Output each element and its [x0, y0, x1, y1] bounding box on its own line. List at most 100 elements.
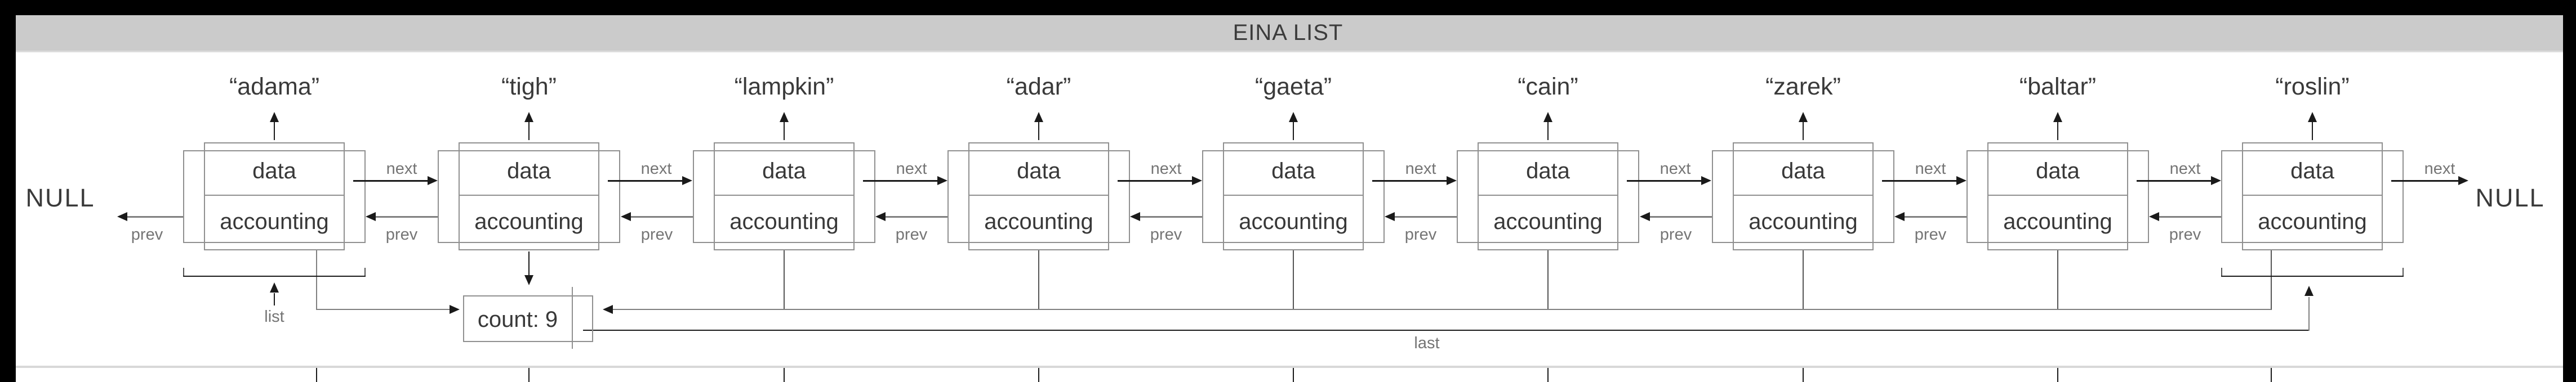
next-arrowhead [1956, 176, 1967, 185]
data-cell-label: data [1781, 159, 1825, 183]
node-outer-box [1457, 150, 1639, 243]
prev-arrow-line [630, 216, 693, 218]
data-cell-label: data [1526, 159, 1570, 183]
title-bar-underline [16, 51, 2563, 52]
next-label: next [2424, 160, 2455, 178]
next-label: next [896, 160, 927, 178]
next-arrowhead [428, 176, 438, 185]
accounting-cell-label: accounting [729, 209, 839, 234]
next-arrowhead [937, 176, 947, 185]
next-arrow-line [1118, 180, 1193, 182]
node-outer-box [1967, 150, 2149, 243]
node-outer-box [693, 150, 875, 243]
next-arrowhead [682, 176, 692, 185]
bottom-continuation-line [316, 367, 317, 382]
node-divider [714, 195, 855, 196]
list-handle-bracket-tick [2221, 268, 2222, 276]
bottom-continuation-line [2057, 367, 2058, 382]
data-cell-label: data [507, 159, 551, 183]
data-cell-label: data [2036, 159, 2080, 183]
node-up-arrowhead [1543, 112, 1552, 122]
prev-label: prev [1660, 226, 1692, 244]
prev-arrowhead [366, 212, 376, 221]
next-arrow-line [863, 180, 938, 182]
node-up-arrow-line [1038, 122, 1039, 140]
last-arrowhead [2304, 286, 2313, 296]
data-cell-label: data [252, 159, 296, 183]
next-label: next [640, 160, 672, 178]
node-up-arrowhead [1799, 112, 1808, 122]
node-divider [1478, 195, 1618, 196]
prev-arrow-line [126, 216, 183, 218]
list-label: list [264, 308, 284, 326]
accounting-pointer-line [316, 309, 450, 310]
prev-arrowhead [1130, 212, 1140, 221]
node-name-label: “adar” [1006, 73, 1071, 100]
list-pointer-arrow-line [274, 293, 275, 305]
last-pointer-riser [2308, 297, 2310, 331]
node-divider [968, 195, 1109, 196]
node-up-arrow-line [1803, 122, 1804, 140]
prev-arrowhead [621, 212, 631, 221]
node-name-label: “adama” [229, 73, 320, 100]
prev-arrowhead [875, 212, 886, 221]
count-box [463, 295, 593, 342]
next-arrowhead [1447, 176, 1457, 185]
prev-label: prev [131, 226, 163, 244]
next-arrow-line [1882, 180, 1957, 182]
node-outer-box [947, 150, 1130, 243]
next-label: next [1915, 160, 1946, 178]
prev-arrow-line [884, 216, 947, 218]
null-left-label: NULL [25, 183, 95, 212]
next-arrowhead [1192, 176, 1202, 185]
prev-arrow-line [1649, 216, 1712, 218]
accounting-pointer-line [2057, 250, 2058, 310]
prev-label: prev [2169, 226, 2201, 244]
node-up-arrowhead [780, 112, 789, 122]
node-name-label: “zarek” [1765, 73, 1841, 100]
accounting-cell-label: accounting [2003, 209, 2112, 234]
frame-left-bar [0, 0, 16, 382]
accounting-pointer-line [1038, 250, 1039, 310]
node-divider [1223, 195, 1364, 196]
node-name-label: “tigh” [501, 73, 557, 100]
data-cell-label: data [1017, 159, 1061, 183]
node-outer-box [1712, 150, 1894, 243]
next-arrowhead [2211, 176, 2221, 185]
frame-right-bar [2563, 0, 2576, 382]
node-up-arrow-line [1293, 122, 1294, 140]
node-name-label: “roslin” [2275, 73, 2350, 100]
next-label: next [2169, 160, 2201, 178]
node-up-arrow-line [1547, 122, 1549, 140]
prev-arrow-line [1139, 216, 1202, 218]
node-divider [459, 195, 599, 196]
accounting-join-line [613, 309, 2271, 310]
accounting-cell-label: accounting [1239, 209, 1348, 234]
node-up-arrowhead [1034, 112, 1043, 122]
node-inner-box [459, 142, 599, 250]
accounting-pointer-line [784, 250, 785, 310]
prev-label: prev [640, 226, 673, 244]
next-arrowhead [1701, 176, 1711, 185]
list-handle-bracket [183, 276, 366, 277]
node-divider [1987, 195, 2128, 196]
next-arrow-line [2137, 180, 2212, 182]
null-right-label: NULL [2475, 183, 2545, 212]
node-inner-box [968, 142, 1109, 250]
prev-arrowhead [2149, 212, 2159, 221]
node-inner-box [2242, 142, 2383, 250]
node-name-label: “baltar” [2019, 73, 2097, 100]
data-cell-label: data [2290, 159, 2334, 183]
accounting-cell-label: accounting [2258, 209, 2367, 234]
node-divider [2242, 195, 2383, 196]
page-title: EINA LIST [1233, 20, 1343, 45]
accounting-pointer-line [316, 250, 317, 310]
next-label: next [1150, 160, 1182, 178]
accounting-pointer-arrowhead [524, 275, 533, 285]
last-label: last [1414, 334, 1440, 352]
data-cell-label: data [1271, 159, 1315, 183]
next-arrow-line [608, 180, 683, 182]
list-pointer-arrowhead [270, 282, 279, 293]
node-up-arrowhead [2308, 112, 2317, 122]
